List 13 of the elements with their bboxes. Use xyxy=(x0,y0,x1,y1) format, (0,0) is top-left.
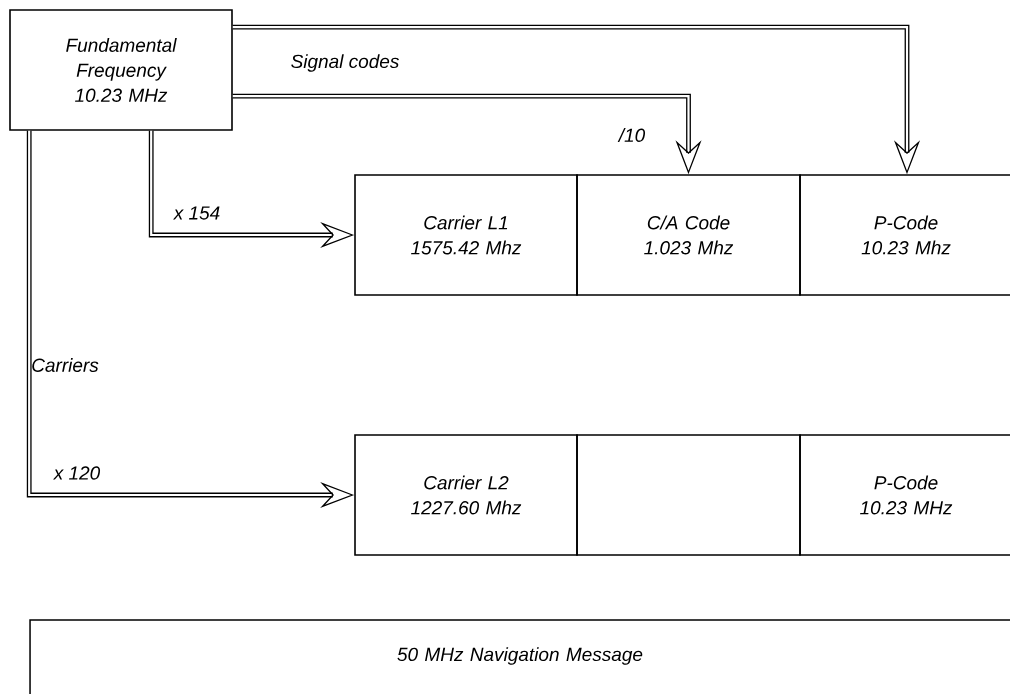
signal-cell: Carrier L2 1227.60 Mhz xyxy=(354,434,578,556)
signal-cell: Carrier L1 1575.42 Mhz xyxy=(354,174,578,296)
group-label: Carriers xyxy=(32,358,99,372)
edge-label: x 120 xyxy=(52,465,102,481)
source-box: Fundamental Frequency 10.23 MHz xyxy=(9,9,233,131)
empty-cell xyxy=(576,434,801,556)
signal-cell: C/A Code 1.023 Mhz xyxy=(576,174,801,296)
group-label: Signal codes xyxy=(291,54,399,72)
message-band: 50 MHz Navigation Message xyxy=(29,619,1010,694)
edge-label: /10 xyxy=(617,127,647,143)
edge-label: x 154 xyxy=(172,205,222,221)
signal-cell: P-Code 10.23 Mhz xyxy=(799,174,1010,296)
signal-cell: P-Code 10.23 MHz xyxy=(799,434,1010,556)
